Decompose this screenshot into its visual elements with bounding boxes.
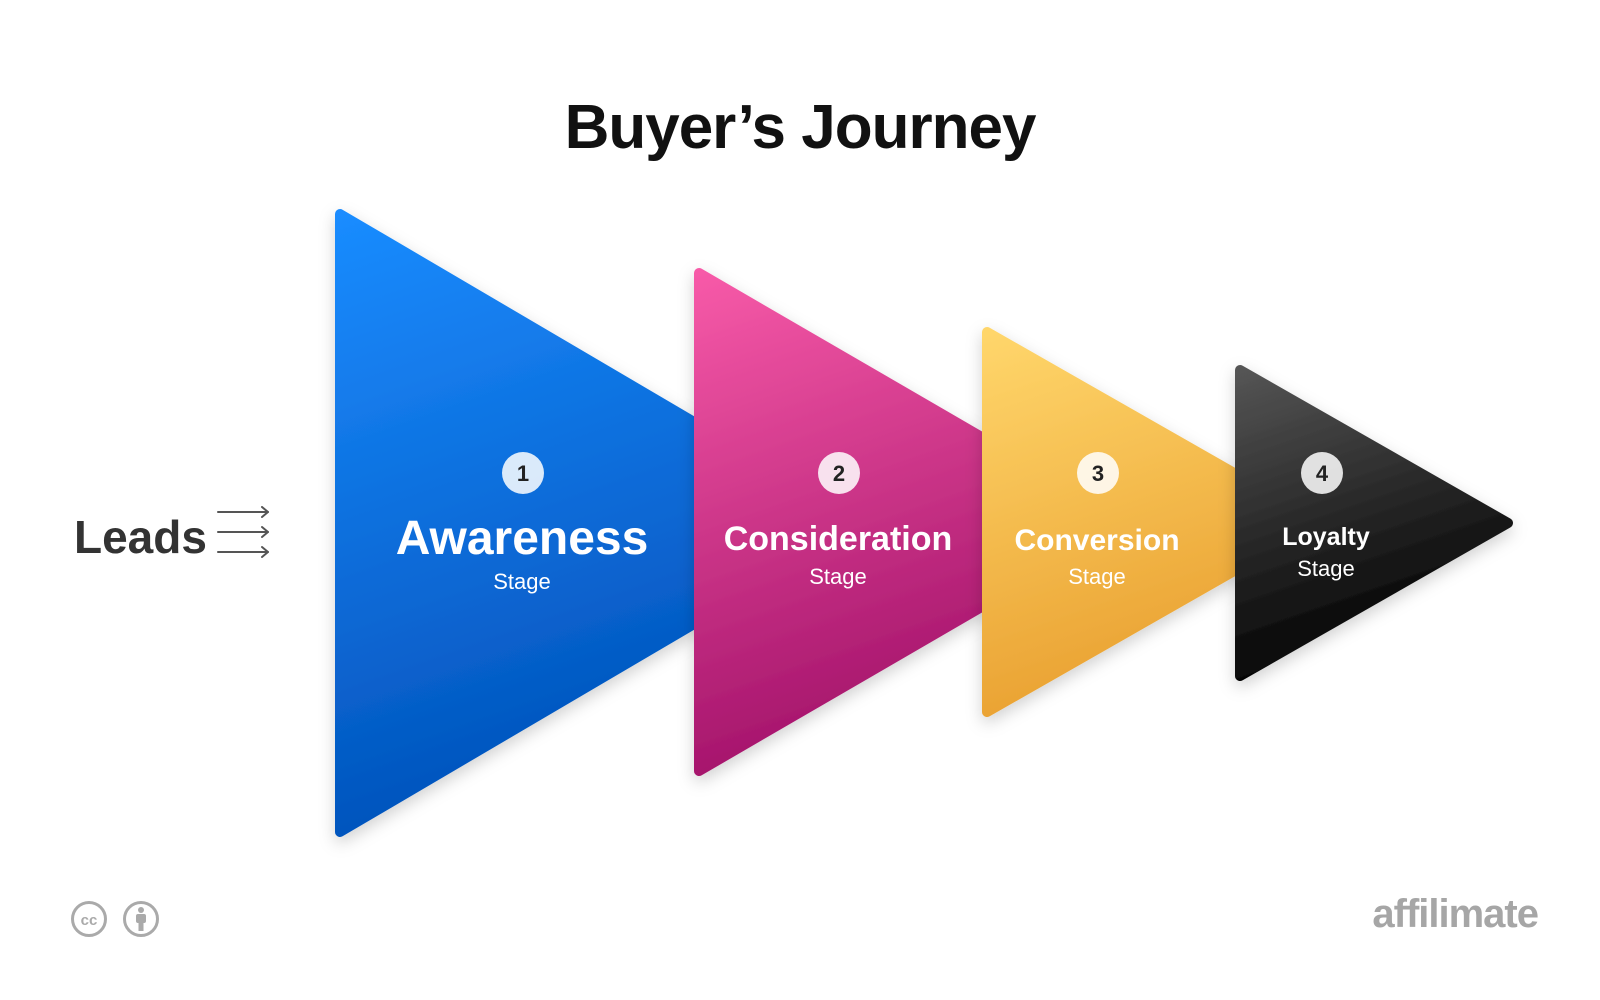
svg-text:cc: cc	[81, 912, 98, 929]
stage-awareness-badge	[502, 452, 544, 494]
stage-loyalty-triangle	[1235, 365, 1513, 681]
stage-conversion	[982, 327, 1325, 717]
stage-consideration-badge	[818, 452, 860, 494]
stage-conversion-sub: Stage	[1068, 564, 1126, 589]
diagram-title: Buyer’s Journey	[564, 93, 1037, 162]
attribution-icon	[123, 901, 159, 937]
stage-consideration-sub: Stage	[809, 564, 867, 589]
stage-consideration-triangle	[694, 268, 1133, 776]
stage-awareness-sub: Stage	[493, 569, 551, 594]
leads-label: Leads	[74, 511, 207, 563]
stage-loyalty-sub: Stage	[1297, 556, 1355, 581]
stage-loyalty-number: 4	[1316, 461, 1329, 486]
stage-consideration-name: Consideration	[724, 520, 953, 558]
stage-awareness-triangle	[335, 209, 871, 837]
stage-awareness-name: Awareness	[396, 512, 649, 565]
stage-conversion-badge	[1077, 452, 1119, 494]
stage-loyalty-badge	[1301, 452, 1343, 494]
creative-commons-icon: cc	[71, 901, 107, 937]
stage-conversion-name: Conversion	[1014, 524, 1179, 557]
stage-consideration	[694, 268, 1133, 776]
stage-awareness	[335, 209, 871, 837]
stage-awareness-number: 1	[517, 461, 529, 486]
license-icons: cc	[70, 900, 160, 938]
stage-loyalty-name: Loyalty	[1282, 523, 1370, 551]
stage-consideration-number: 2	[833, 461, 845, 486]
leads-arrows-icon	[217, 506, 269, 558]
brand-logo: affilimate	[1372, 892, 1539, 936]
stage-conversion-triangle	[982, 327, 1325, 717]
stage-conversion-number: 3	[1092, 461, 1104, 486]
stage-loyalty	[1235, 365, 1513, 681]
